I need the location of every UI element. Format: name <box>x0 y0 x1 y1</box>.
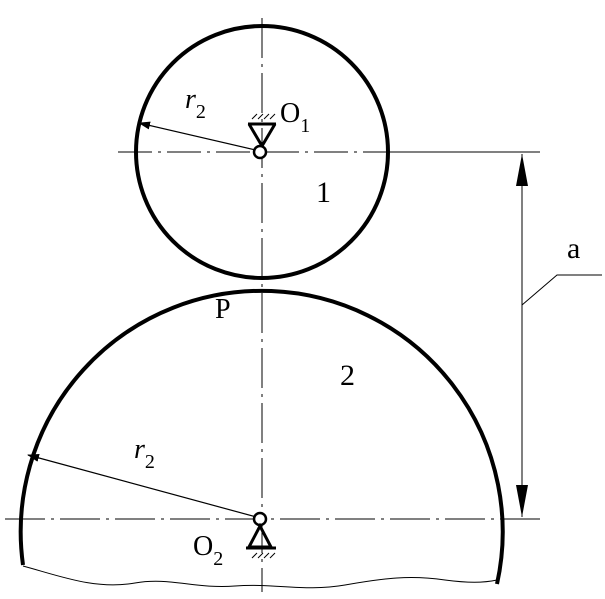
dimension-leader-line <box>521 274 602 306</box>
gear1-pitch-circle <box>134 24 390 280</box>
o1-center-label: O1 <box>280 98 310 137</box>
break-line <box>22 565 498 589</box>
gear2-number-label: 2 <box>340 359 355 392</box>
o2-center-label: O2 <box>193 531 223 570</box>
gear2-pitch-arc <box>18 288 505 585</box>
gear1-number-label: 1 <box>316 176 331 209</box>
gear2-radius-arrow <box>27 454 261 519</box>
dimension-arrow-top <box>516 154 528 186</box>
gear1-radius-label: r2 <box>185 84 206 123</box>
o1-support-symbol <box>247 113 277 160</box>
dimension-arrow-bottom <box>516 485 528 517</box>
center-distance-label: a <box>567 232 580 265</box>
gear2-radius-label: r2 <box>134 434 155 473</box>
o2-support-symbol <box>246 511 276 559</box>
pitch-point-label: P <box>215 294 231 325</box>
gear1-radius-arrow <box>138 121 261 152</box>
